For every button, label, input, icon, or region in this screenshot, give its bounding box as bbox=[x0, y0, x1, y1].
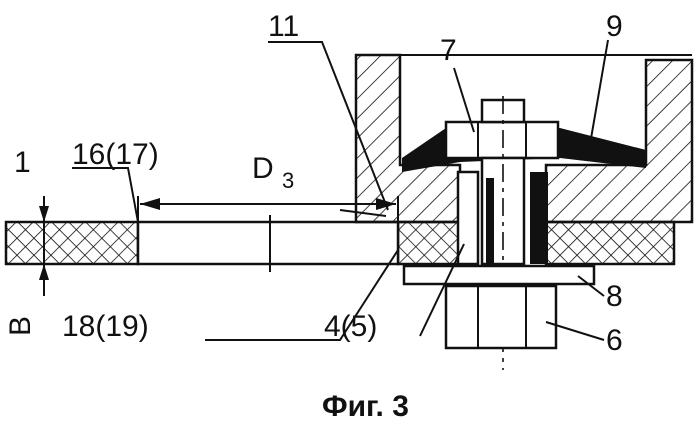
label-d3: D bbox=[252, 152, 274, 185]
label-d3-subscript: 3 bbox=[282, 168, 294, 193]
label-4-5: 4(5) bbox=[324, 310, 377, 343]
plate-layer bbox=[6, 215, 674, 272]
figure-caption: Фиг. 3 bbox=[322, 390, 409, 423]
label-18-19: 18(19) bbox=[62, 310, 149, 343]
label-b: B bbox=[4, 316, 37, 336]
label-11: 11 bbox=[268, 10, 299, 43]
bolt-head-part bbox=[446, 286, 556, 348]
label-9: 9 bbox=[606, 10, 623, 43]
label-8: 8 bbox=[606, 280, 623, 313]
label-6: 6 bbox=[606, 324, 623, 357]
label-1: 1 bbox=[14, 146, 31, 179]
washer-part bbox=[404, 266, 594, 284]
nut-part bbox=[446, 122, 558, 158]
label-7: 7 bbox=[440, 34, 457, 67]
label-16-17: 16(17) bbox=[72, 138, 159, 171]
